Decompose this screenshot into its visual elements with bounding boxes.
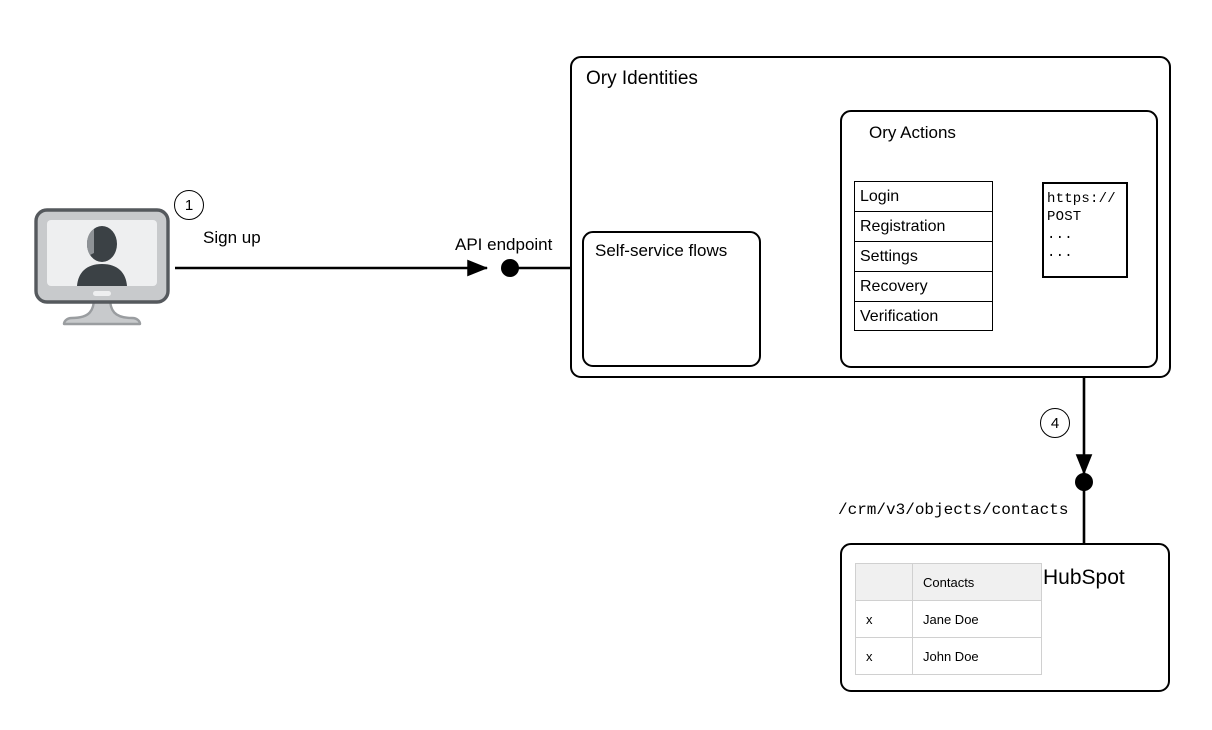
flow-verification-label: Verification (860, 308, 939, 325)
api-endpoint-connector (501, 259, 574, 277)
self-service-flows-title: Self-service flows (595, 241, 728, 260)
hubspot-brand-label: HubSpot (1043, 566, 1125, 589)
row-0-name: Jane Doe (912, 600, 1042, 638)
self-service-flows-box (582, 231, 761, 367)
step-number-1: 1 (174, 190, 204, 220)
row-1-select[interactable]: x (855, 637, 913, 675)
user-monitor-icon (34, 208, 170, 326)
flow-list-item-recovery[interactable]: Recovery (855, 272, 992, 302)
api-endpoint-label: API endpoint (455, 235, 553, 254)
flow-list-item-settings[interactable]: Settings (855, 242, 992, 272)
table-row[interactable]: x John Doe (855, 637, 1042, 675)
signup-label: Sign up (203, 228, 261, 247)
step-4-label: 4 (1050, 414, 1060, 432)
hubspot-endpoint-connector (1075, 473, 1093, 545)
table-header-row: Contacts (855, 563, 1042, 601)
webhook-url-line: https:// (1047, 191, 1116, 207)
ory-actions-flow-list: Login Registration Settings Recovery Ver… (854, 181, 993, 331)
ory-actions-title: Ory Actions (869, 123, 956, 142)
hubspot-contacts-table: Contacts x Jane Doe x John Doe (855, 563, 1042, 675)
flow-list-item-registration[interactable]: Registration (855, 212, 992, 242)
webhook-ellipsis-line-2: ... (1047, 245, 1073, 261)
webhook-ellipsis-line-1: ... (1047, 227, 1073, 243)
hubspot-path-label: /crm/v3/objects/contacts (838, 501, 1069, 519)
step-1-label: 1 (184, 196, 194, 214)
flow-login-label: Login (860, 187, 900, 205)
step-number-4: 4 (1040, 408, 1070, 438)
webhook-box (1042, 182, 1128, 278)
flow-settings-label: Settings (860, 247, 918, 265)
flow-list-item-verification[interactable]: Verification (855, 302, 992, 332)
row-0-select[interactable]: x (855, 600, 913, 638)
table-header-select (855, 563, 913, 601)
table-row[interactable]: x Jane Doe (855, 600, 1042, 638)
webhook-method-line: POST (1047, 209, 1082, 225)
flow-registration-label: Registration (860, 217, 946, 235)
row-1-name: John Doe (912, 637, 1042, 675)
flow-list-item-login[interactable]: Login (855, 182, 992, 212)
flow-recovery-label: Recovery (860, 277, 928, 295)
table-header-contacts: Contacts (912, 563, 1042, 601)
ory-identities-title: Ory Identities (586, 68, 698, 89)
